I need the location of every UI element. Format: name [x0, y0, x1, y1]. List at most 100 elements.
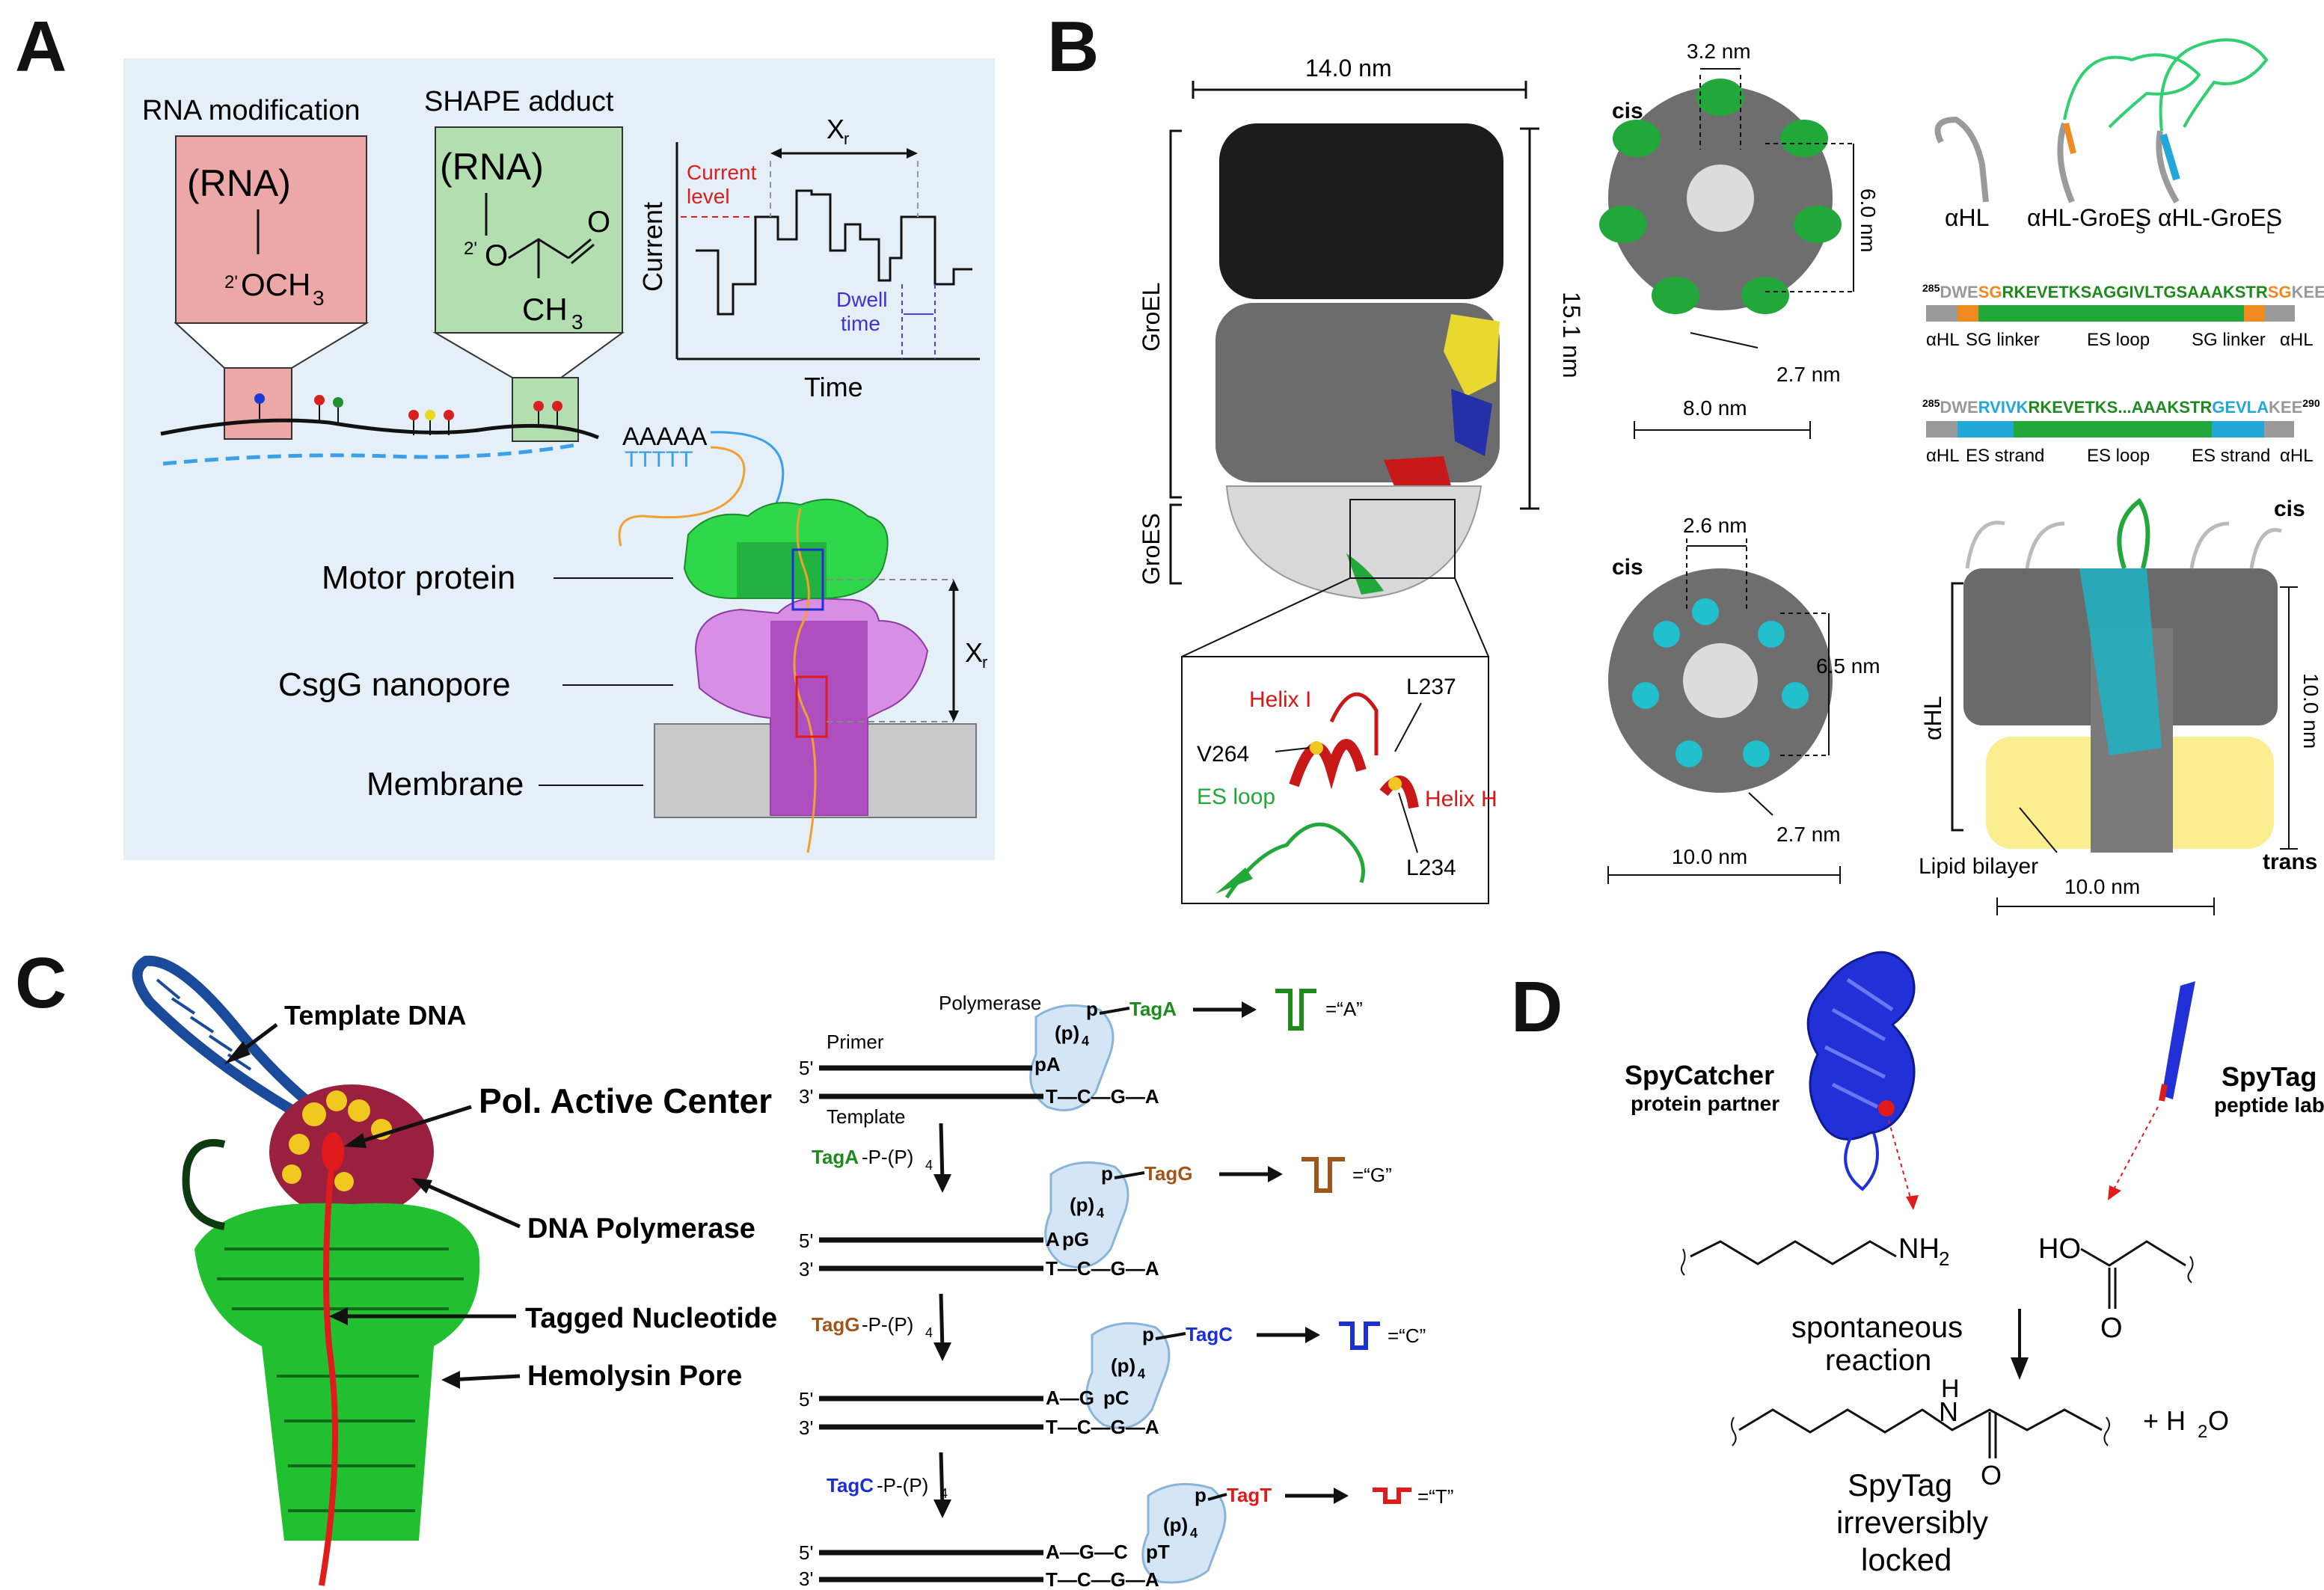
current-level-text-1: Current [687, 161, 757, 184]
groes-label: GroES [1138, 513, 1165, 585]
och3-subscript: 3 [313, 286, 325, 310]
v264-label: V264 [1197, 742, 1249, 767]
ahl-groes-s-subscript: S [2136, 221, 2145, 237]
poly-t-tail: TTTTT [625, 447, 693, 472]
seq-1: T—C—G—A [1046, 1085, 1159, 1108]
width-14nm-label: 14.0 nm [1305, 55, 1392, 82]
hemolysin-texture [217, 1247, 464, 1512]
ahl-groes-l-stem [2156, 130, 2180, 204]
seq1-kee: KEE [2292, 283, 2324, 301]
residue-l234 [1388, 777, 1402, 791]
result-c: =“C” [1388, 1325, 1426, 1347]
step-2-arrowhead [1268, 1166, 1283, 1182]
groes-ring-top-pore [1687, 165, 1754, 232]
ahl-ring-bottom-pore [1683, 643, 1758, 718]
es-loop-ribbon [1224, 822, 1365, 899]
prime-label-2: 2' [464, 239, 477, 259]
ch3-label: CH [522, 292, 568, 327]
five-prime-3: 5' [799, 1388, 813, 1411]
seq-4a: A—G—C [1046, 1541, 1128, 1563]
seq2-bar-grey-left [1926, 421, 1957, 438]
motor-protein-core [737, 542, 827, 598]
current-trace [696, 189, 972, 316]
seq1-sg: SG [1978, 283, 2002, 301]
groel-top-ring [1219, 123, 1503, 299]
ahl-groes-s-stem [2057, 122, 2075, 203]
seq2-bar-blue-right [2212, 421, 2264, 438]
xr-arrow-head-left [770, 148, 782, 159]
mod-ball-2 [314, 395, 325, 405]
spycatcher-strands [1824, 977, 1894, 1109]
seq2-label-2: ES loop [2087, 446, 2150, 466]
spytag-red-tip [2159, 1084, 2168, 1102]
pol-active-arrowhead [344, 1133, 367, 1148]
p4-3: (p) [1111, 1354, 1135, 1377]
cis-label-1: cis [1612, 99, 1643, 123]
seq-3: T—C—G—A [1046, 1416, 1159, 1438]
es-loop-arrow [1215, 868, 1253, 894]
zoom-inset-box [1181, 656, 1489, 904]
d100a-label: 10.0 nm [1672, 845, 1747, 868]
step-4-turn-arrowhead [933, 1500, 951, 1518]
groes-cap [1225, 485, 1483, 600]
step-3-turn-arrowhead [933, 1342, 951, 1361]
panel-a: A RNA modification (RNA) 2' OCH 3 SHAPE … [0, 0, 1047, 897]
xr-subscript: r [844, 129, 849, 148]
peptide-label: peptide label [2214, 1093, 2324, 1117]
signal-t [1373, 1488, 1411, 1504]
reaction-arrowhead [2011, 1357, 2029, 1380]
spytag-structure [2162, 981, 2195, 1099]
seq2-label-4: αHL [2280, 446, 2314, 466]
tag-t-4: TagT [1227, 1484, 1272, 1506]
ahl-bracket [1951, 582, 1963, 832]
product-h-label: H [1941, 1375, 1960, 1403]
panel-letter-c: C [15, 943, 67, 1023]
seq2-rv: RVIVK [1978, 398, 2029, 417]
d27b-bar [1748, 792, 1773, 816]
xr-dist-head-bottom [948, 710, 959, 722]
prime-label-1: 2' [224, 272, 238, 292]
p-4: p [1195, 1484, 1207, 1506]
shape-adduct-box [435, 126, 623, 334]
xr-label: X [827, 114, 844, 144]
spytag-pointer [2112, 1106, 2159, 1191]
residue-v264 [1310, 741, 1323, 755]
tag-g-2: TagG [1144, 1162, 1193, 1185]
seq1-label-2: ES loop [2087, 330, 2150, 350]
polymerase-yellow-atoms [282, 1090, 392, 1191]
trans-label: trans [2263, 850, 2317, 874]
locked-line-3: locked [1861, 1542, 1952, 1577]
panel-b-illustration: 14.0 nm 15.1 nm GroEL GroES Helix I Heli… [1138, 38, 2324, 915]
leave-c-sub: 4 [940, 1486, 948, 1501]
dna-pol-arrowhead [411, 1178, 432, 1194]
groel-blue-subunit [1451, 389, 1492, 456]
dwell-text-1: Dwell [836, 288, 887, 311]
five-prime-4: 5' [799, 1541, 813, 1564]
seq2-label-1: ES strand [1966, 446, 2044, 466]
xr-dist-subscript: r [982, 653, 987, 672]
hemolysin-loop [182, 1139, 226, 1230]
template-dna-hairpin [132, 955, 318, 1120]
d60-label: 6.0 nm [1857, 188, 1880, 253]
zoom-line-left [1181, 577, 1351, 657]
motor-protein-label: Motor protein [322, 559, 515, 596]
product-wavy-start [1731, 1416, 1737, 1446]
reaction-label: reaction [1825, 1344, 1931, 1377]
membrane-label: Membrane [367, 766, 524, 802]
five-prime-1: 5' [799, 1057, 813, 1079]
five-prime-2: 5' [799, 1230, 813, 1252]
leave-g-suffix: -P-(P) [862, 1313, 913, 1336]
seq2-bar-grey-right [2264, 421, 2294, 438]
ahl-groes-s-loop [2063, 53, 2201, 129]
p4-2: (p) [1070, 1194, 1094, 1216]
shape-adduct-zoom [512, 377, 579, 442]
tagged-nucleotide-chain [319, 1151, 338, 1586]
seq1-sg2: SG [2268, 283, 2292, 301]
p4-4: (p) [1163, 1514, 1188, 1536]
acetyl-bonds [508, 238, 595, 278]
ahl-groes-l-loop [2159, 38, 2269, 132]
spycatcher-loop [1844, 1128, 1879, 1191]
groes-bracket [1169, 503, 1182, 585]
pt-4: pT [1146, 1541, 1170, 1563]
polymerase-label: Polymerase [939, 992, 1041, 1014]
